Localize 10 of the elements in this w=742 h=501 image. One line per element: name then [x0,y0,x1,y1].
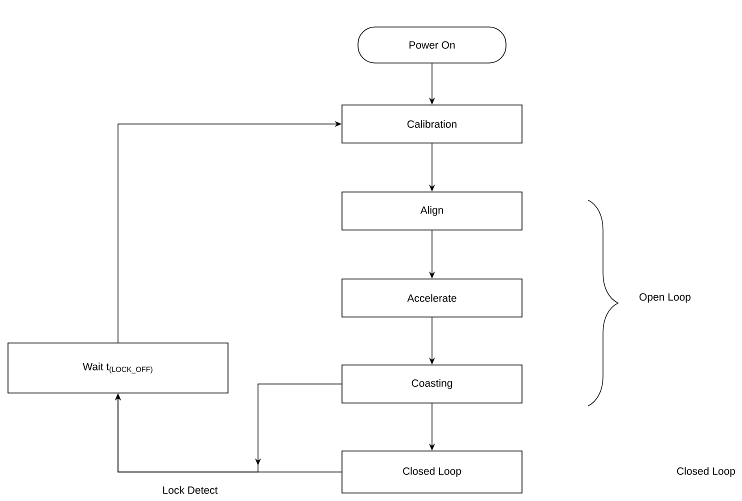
edge-label: Lock Detect [163,486,218,494]
terminal-box: Power On [358,26,506,64]
process-box: Align [342,192,522,230]
process-box: Calibration [342,104,522,144]
region-label: Closed Loop [677,467,736,477]
process-box: Closed Loop [342,450,522,494]
process-box: Wait t$_{(LOCK_OFF)}$ [8,342,228,394]
process-box: Accelerate [342,278,522,318]
region-label: Open Loop [640,293,691,303]
process-box: Coasting [342,364,522,404]
